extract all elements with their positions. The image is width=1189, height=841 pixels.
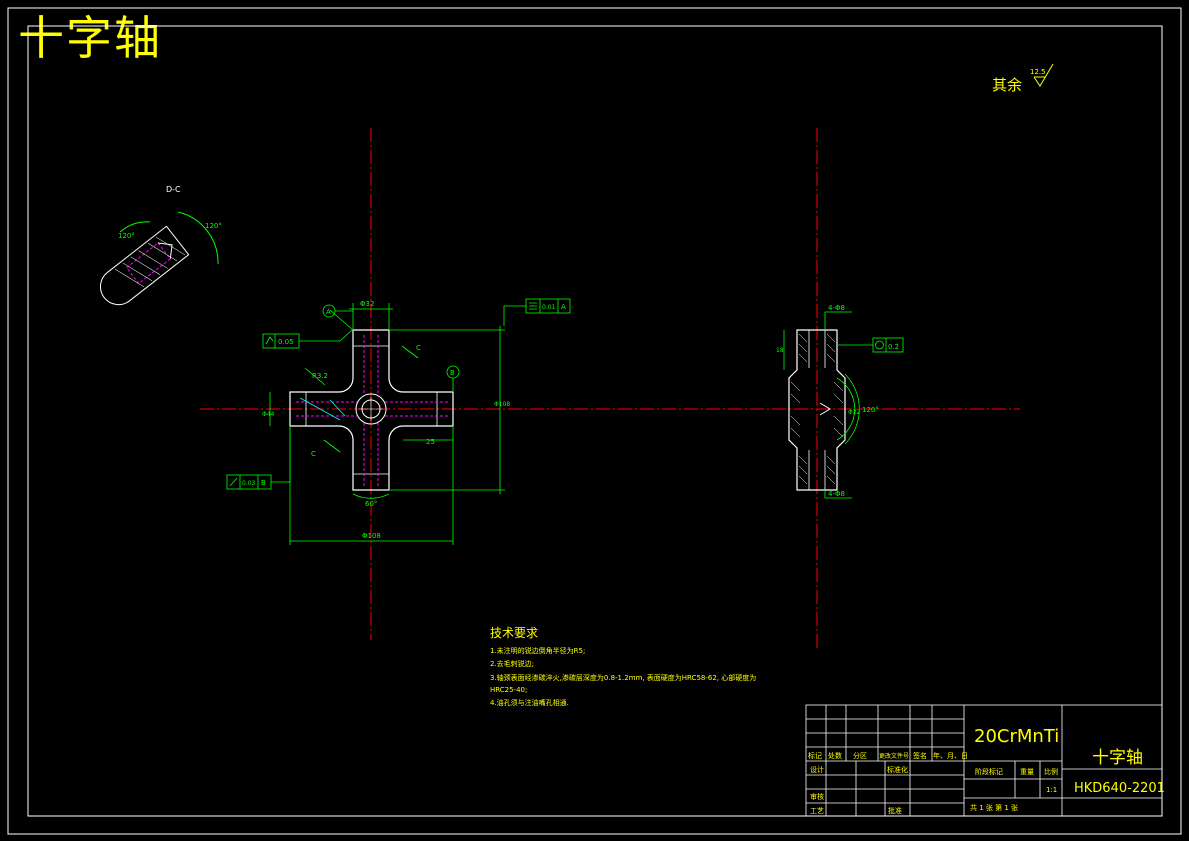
dim-4-holes-top: 4-Φ8 [828,304,845,312]
svg-text:B: B [261,479,266,487]
title-header-date: 年、月、日 [933,751,968,760]
datum-a: A [326,308,331,316]
title-header-doc: 更改文件号 [879,752,909,760]
title-review-label: 审核 [810,792,824,801]
front-view: Φ32 Φ108 Φ108 25 Φ44 60° R3.2 A B C C 0.… [200,128,780,640]
technical-requirements: 技术要求 1.未注明的锐边倒角半径为R5; 2.去毛刺锐边; 3.轴颈表面经渗碳… [490,626,756,707]
drawing-title: 十字轴 [18,11,162,65]
title-scale: 1:1 [1046,786,1057,794]
title-scale-label: 比例 [1044,767,1058,776]
side-view: 120° Φ22 18 4-Φ8 4-Φ8 0.2 [640,128,1020,648]
title-header-zone: 分区 [853,751,867,760]
tolerance-flatness-frame: 0.05 [262,329,353,349]
title-standard-label: 标准化 [887,765,908,774]
svg-text:18: 18 [776,347,784,354]
tech-item-5: 4.油孔须与注油嘴孔相通. [490,698,569,707]
title-header-sign: 签名 [913,751,927,760]
side-angle-120: 120° [862,406,879,414]
svg-text:0.01: 0.01 [542,304,556,311]
tech-item-1: 1.未注明的锐边倒角半径为R5; [490,646,585,655]
section-view-label: D-C [166,185,181,194]
svg-text:R3.2: R3.2 [312,372,328,380]
title-block [805,704,1163,817]
title-sheet-info: 共 1 张 第 1 张 [970,803,1018,812]
svg-text:0.05: 0.05 [278,338,294,346]
title-weight-label: 重量 [1020,768,1034,776]
dim-60: 60° [365,500,377,508]
datum-b: B [450,369,455,377]
dim-25: 25 [426,438,435,446]
svg-text:0.2: 0.2 [888,343,899,351]
tech-heading: 技术要求 [490,626,538,640]
section-angle-120: 120° [118,232,135,240]
svg-text:Φ22: Φ22 [848,409,861,416]
tolerance-perpendicularity-frame: 0.01 A [503,298,571,326]
title-drawing-number: HKD640-2201 [1074,781,1165,796]
title-process-label: 工艺 [810,807,824,815]
title-header-count: 处数 [828,751,842,760]
svg-text:Φ32: Φ32 [360,300,374,308]
outer-frame [7,7,1182,835]
surface-roughness-symbol [1033,63,1054,87]
surface-roughness-value: 12.5 [1030,68,1046,76]
title-stage-label: 阶段标记 [975,767,1003,776]
svg-text:0.03: 0.03 [242,480,256,487]
section-c-bottom: C [311,450,316,458]
surface-note: 其余 [992,76,1022,94]
svg-text:Φ108: Φ108 [494,401,510,408]
tech-item-4: HRC25-40; [490,686,527,694]
title-approve-label: 批准 [888,806,902,815]
tolerance-runout-frame: 0.03 B [226,426,291,490]
svg-text:Φ108: Φ108 [362,532,381,540]
inner-frame [27,25,1163,817]
title-part-name: 十字轴 [1092,748,1143,768]
title-design-label: 设计 [810,765,824,774]
section-angle-right: 120° [205,222,222,230]
tech-item-2: 2.去毛刺锐边; [490,659,534,668]
title-material: 20CrMnTi [974,726,1059,747]
section-detail-view: D-C 120° 120° [100,185,222,306]
tech-item-3: 3.轴颈表面经渗碳淬火,渗碳层深度为0.8-1.2mm, 表面硬度为HRC58-… [490,673,756,682]
dim-4-holes-bottom: 4-Φ8 [828,490,845,498]
title-header-mark: 标记 [808,751,822,760]
svg-text:Φ44: Φ44 [262,411,275,418]
tolerance-roundness-frame: 0.2 [837,337,904,353]
svg-text:A: A [561,303,566,311]
section-c-top: C [416,344,421,352]
